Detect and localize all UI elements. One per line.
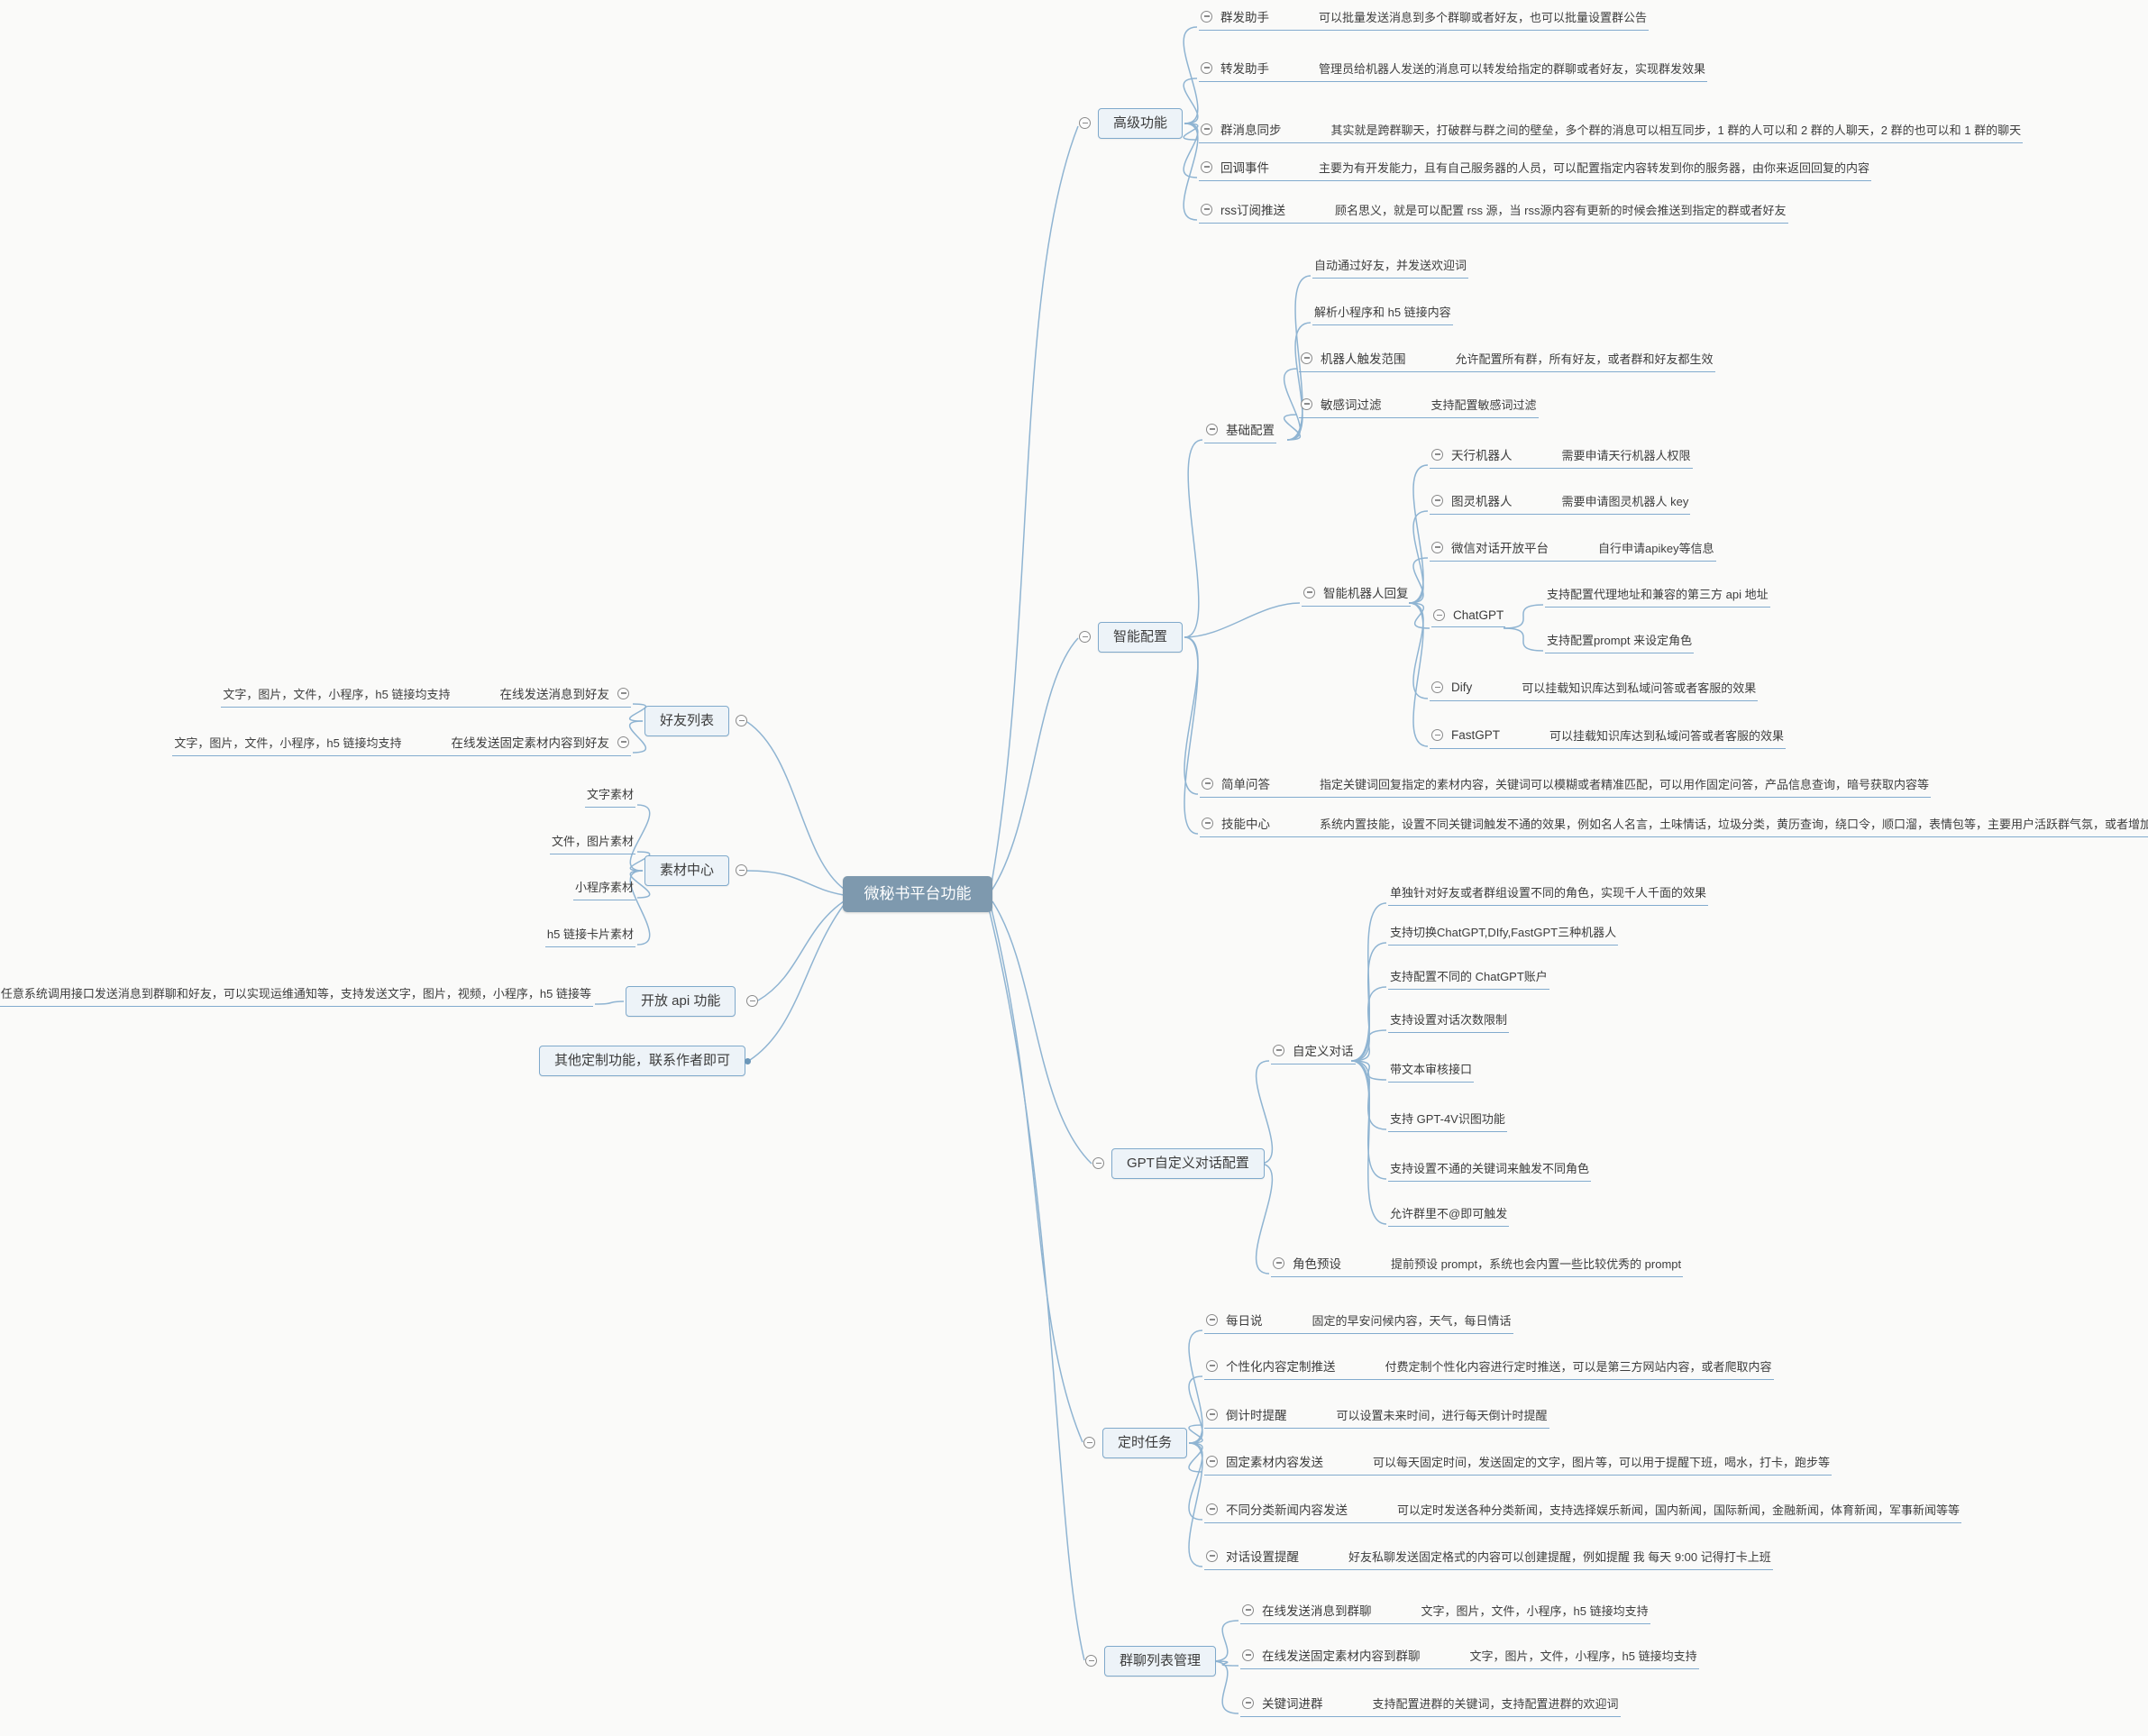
branch-scheduled-tasks[interactable]: 定时任务 (1102, 1428, 1188, 1458)
node-dialog-set-reminder[interactable]: 对话设置提醒 好友私聊发送固定格式的内容可以创建提醒，例如提醒 我 每天 9:0… (1204, 1547, 1773, 1570)
collapse-icon[interactable] (1303, 586, 1315, 598)
node-send-material-to-friend[interactable]: 文字，图片，文件，小程序，h5 链接均支持 在线发送固定素材内容到好友 (172, 733, 631, 756)
node-file-image-material[interactable]: 文件，图片素材 (549, 832, 635, 854)
collapse-icon[interactable] (1301, 352, 1312, 364)
collapse-icon[interactable] (1201, 123, 1212, 135)
node-sensitive-word-filter[interactable]: 敏感词过滤 支持配置敏感词过滤 (1299, 395, 1539, 418)
collapse-icon[interactable] (1083, 1437, 1095, 1448)
collapse-icon[interactable] (1206, 1408, 1218, 1421)
collapse-icon[interactable] (1273, 1044, 1284, 1056)
node-smart-bot-reply[interactable]: 智能机器人回复 (1302, 583, 1411, 607)
node-countdown-reminder[interactable]: 倒计时提醒 可以设置未来时间，进行每天倒计时提醒 (1204, 1405, 1549, 1429)
collapse-icon[interactable] (1242, 1649, 1254, 1661)
node-chatgpt-proxy[interactable]: 支持配置代理地址和兼容的第三方 api 地址 (1545, 585, 1770, 608)
collapse-icon[interactable] (746, 995, 758, 1007)
node-tuling-bot[interactable]: 图灵机器人 需要申请图灵机器人 key (1430, 491, 1691, 515)
node-keyword-trigger-role[interactable]: 支持设置不通的关键词来触发不同角色 (1388, 1159, 1592, 1182)
node-wechat-open-dialog[interactable]: 微信对话开放平台 自行申请apikey等信息 (1430, 538, 1716, 562)
node-switch-bots[interactable]: 支持切换ChatGPT,DIfy,FastGPT三种机器人 (1388, 923, 1619, 946)
collapse-icon[interactable] (1433, 609, 1445, 621)
collapse-icon[interactable] (1301, 397, 1312, 410)
node-callback-event[interactable]: 回调事件 主要为有开发能力，且有自己服务器的人员，可以配置指定内容转发到你的服务… (1199, 158, 1872, 181)
collapse-icon[interactable] (1431, 494, 1443, 507)
collapse-icon[interactable] (1202, 817, 1213, 829)
node-fixed-material-send[interactable]: 固定素材内容发送 可以每天固定时间，发送固定的文字，图片等，可以用于提醒下班，喝… (1204, 1452, 1833, 1476)
node-forward-helper[interactable]: 转发助手 管理员给机器人发送的消息可以转发给指定的群聊或者好友，实现群发效果 (1199, 59, 1708, 82)
branch-friend-list[interactable]: 好友列表 (644, 706, 730, 736)
connector-dot (745, 1058, 751, 1064)
collapse-icon[interactable] (617, 736, 629, 748)
branch-gpt-dialog-config[interactable]: GPT自定义对话配置 (1111, 1148, 1265, 1179)
node-categorized-news-send[interactable]: 不同分类新闻内容发送 可以定时发送各种分类新闻，支持选择娱乐新闻，国内新闻，国际… (1204, 1500, 1962, 1523)
collapse-icon[interactable] (736, 715, 747, 726)
node-gpt4v-vision[interactable]: 支持 GPT-4V识图功能 (1388, 1110, 1507, 1132)
node-dialog-limit[interactable]: 支持设置对话次数限制 (1388, 1010, 1510, 1033)
node-tianxing-bot[interactable]: 天行机器人 需要申请天行机器人权限 (1430, 445, 1693, 469)
node-daily-say[interactable]: 每日说 固定的早安问候内容，天气，每日情话 (1204, 1311, 1513, 1334)
node-per-contact-role[interactable]: 单独针对好友或者群组设置不同的角色，实现千人千面的效果 (1388, 883, 1709, 906)
node-fastgpt[interactable]: FastGPT 可以挂载知识库达到私域问答或者客服的效果 (1430, 726, 1787, 749)
node-miniprogram-material[interactable]: 小程序素材 (572, 878, 635, 900)
collapse-icon[interactable] (617, 687, 629, 699)
node-dify[interactable]: Dify 可以挂载知识库达到私域问答或者客服的效果 (1430, 679, 1759, 701)
collapse-icon[interactable] (1092, 1157, 1104, 1169)
node-keyword-join-group[interactable]: 关键词进群 支持配置进群的关键词，支持配置进群的欢迎词 (1240, 1694, 1621, 1717)
collapse-icon[interactable] (1201, 10, 1212, 23)
node-open-api-desc[interactable]: 任意系统调用接口发送消息到群聊和好友，可以实现运维通知等，支持发送文字，图片，视… (0, 984, 593, 1007)
branch-group-list-management[interactable]: 群聊列表管理 (1104, 1646, 1217, 1677)
collapse-icon[interactable] (1206, 1455, 1218, 1467)
node-auto-accept-friend[interactable]: 自动通过好友，并发送欢迎词 (1312, 256, 1469, 279)
node-custom-dialog[interactable]: 自定义对话 (1271, 1041, 1356, 1064)
node-send-message-to-friend[interactable]: 文字，图片，文件，小程序，h5 链接均支持 在线发送消息到好友 (221, 684, 631, 708)
node-send-message-to-group[interactable]: 在线发送消息到群聊 文字，图片，文件，小程序，h5 链接均支持 (1240, 1601, 1650, 1624)
collapse-icon[interactable] (1201, 160, 1212, 173)
node-no-at-trigger[interactable]: 允许群里不@即可触发 (1388, 1204, 1510, 1227)
collapse-icon[interactable] (1079, 117, 1091, 129)
collapse-icon[interactable] (1201, 203, 1212, 215)
node-chatgpt-prompt[interactable]: 支持配置prompt 来设定角色 (1545, 631, 1695, 653)
collapse-icon[interactable] (1206, 1359, 1218, 1372)
branch-open-api[interactable]: 开放 api 功能 (626, 986, 736, 1017)
collapse-icon[interactable] (1206, 423, 1218, 435)
node-chatgpt[interactable]: ChatGPT (1431, 608, 1506, 627)
node-group-message-sync[interactable]: 群消息同步 其实就是跨群聊天，打破群与群之间的壁垒，多个群的消息可以相互同步，1… (1199, 120, 2024, 143)
collapse-icon[interactable] (1206, 1313, 1218, 1326)
node-bulk-send-helper[interactable]: 群发助手 可以批量发送消息到多个群聊或者好友，也可以批量设置群公告 (1199, 7, 1650, 31)
collapse-icon[interactable] (1206, 1549, 1218, 1562)
collapse-icon[interactable] (1273, 1256, 1284, 1269)
branch-material-center[interactable]: 素材中心 (644, 855, 730, 886)
node-skill-center[interactable]: 技能中心 系统内置技能，设置不同关键词触发不通的效果，例如名人名言，土味情话，垃… (1200, 814, 2148, 837)
node-basic-config[interactable]: 基础配置 (1204, 420, 1276, 443)
collapse-icon[interactable] (1431, 448, 1443, 461)
collapse-icon[interactable] (1242, 1604, 1254, 1616)
node-personalized-push[interactable]: 个性化内容定制推送 付费定制个性化内容进行定时推送，可以是第三方网站内容，或者爬… (1204, 1357, 1774, 1380)
node-parse-miniprogram-h5[interactable]: 解析小程序和 h5 链接内容 (1312, 303, 1453, 325)
collapse-icon[interactable] (1206, 1503, 1218, 1515)
node-text-material[interactable]: 文字素材 (584, 785, 635, 808)
node-h5-card-material[interactable]: h5 链接卡片素材 (544, 925, 635, 947)
branch-smart-config[interactable]: 智能配置 (1098, 622, 1184, 653)
collapse-icon[interactable] (1431, 729, 1443, 741)
collapse-icon[interactable] (1201, 61, 1212, 74)
collapse-icon[interactable] (1242, 1696, 1254, 1709)
collapse-icon[interactable] (1085, 1655, 1097, 1667)
node-bot-trigger-scope[interactable]: 机器人触发范围 允许配置所有群，所有好友，或者群和好友都生效 (1299, 349, 1715, 372)
node-text-review-api[interactable]: 带文本审核接口 (1388, 1060, 1475, 1083)
collapse-icon[interactable] (736, 864, 747, 876)
node-multiple-chatgpt-accounts[interactable]: 支持配置不同的 ChatGPT账户 (1388, 967, 1549, 990)
collapse-icon[interactable] (1431, 681, 1443, 693)
branch-custom-features[interactable]: 其他定制功能，联系作者即可 (539, 1046, 746, 1076)
node-simple-qa[interactable]: 简单问答 指定关键词回复指定的素材内容，关键词可以模糊或者精准匹配，可以用作固定… (1200, 774, 1932, 798)
collapse-icon[interactable] (1079, 631, 1091, 643)
collapse-icon[interactable] (1431, 541, 1443, 553)
node-send-material-to-group[interactable]: 在线发送固定素材内容到群聊 文字，图片，文件，小程序，h5 链接均支持 (1240, 1646, 1699, 1669)
node-role-preset[interactable]: 角色预设 提前预设 prompt，系统也会内置一些比较优秀的 prompt (1271, 1254, 1684, 1277)
node-rss-push[interactable]: rss订阅推送 顾名思义，就是可以配置 rss 源，当 rss源内容有更新的时候… (1199, 200, 1788, 224)
central-topic[interactable]: 微秘书平台功能 (843, 876, 992, 912)
collapse-icon[interactable] (1202, 777, 1213, 790)
branch-advanced-features[interactable]: 高级功能 (1098, 108, 1184, 139)
